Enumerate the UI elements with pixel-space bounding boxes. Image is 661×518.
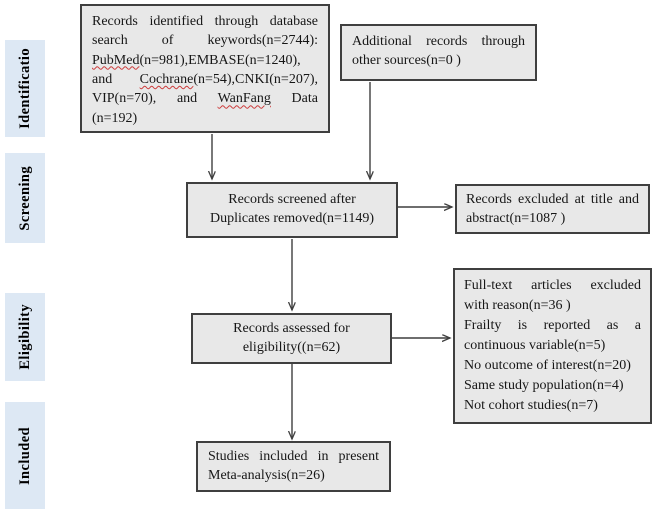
text-line: with reason(n=36 ) [464,296,641,316]
text-line: Same study population(n=4) [464,376,641,396]
text-line: Not cohort studies(n=7) [464,396,641,416]
text-line: and Cochrane(n=54),CNKI(n=207), [92,70,318,89]
text-segment: Full-text articles excluded [464,278,641,293]
text-line: PubMed(n=981),EMBASE(n=1240), [92,51,318,70]
text-line: Duplicates removed(n=1149) [192,209,392,228]
text-segment: other sources(n=0 ) [352,53,461,69]
text-line: VIP(n=70), and WanFang Data [92,89,318,108]
stage-label-identification: Identificatio [16,48,33,129]
text-line: search of keywords(n=2744): [92,31,318,50]
text-line: (n=192) [92,109,318,128]
text-segment: search of keywords(n=2744): [92,33,318,49]
text-segment: Records excluded at title and [466,192,639,207]
text-segment: and [92,71,140,87]
text-segment: Not cohort studies(n=7) [464,398,598,414]
stage-band-identification: Identificatio [5,40,45,137]
text-segment: No outcome of interest(n=20) [464,358,631,374]
text-line: eligibility((n=62) [197,338,386,357]
text-line: Studies included in present [208,447,379,466]
stage-label-eligibility: Eligibility [16,304,33,370]
misspelled-word: PubMed [92,52,140,68]
text-segment: with reason(n=36 ) [464,298,571,314]
stage-label-included: Included [16,426,33,485]
text-line: abstract(n=1087 ) [466,209,639,228]
text-segment: Meta-analysis(n=26) [208,468,325,484]
stage-band-screening: Screening [5,153,45,243]
text-segment: Frailty is reported as a [464,318,641,334]
text-segment: Additional records through [352,34,525,49]
text-line: other sources(n=0 ) [352,51,525,70]
text-segment: Records assessed for [233,321,350,336]
box-records-assessed: Records assessed for eligibility((n=62) [191,313,392,364]
box-additional-records: Additional records through other sources(… [340,24,537,81]
text-segment: Studies included in present [208,449,379,464]
text-line: Records screened after [192,190,392,209]
text-segment: continuous variable(n=5) [464,338,606,354]
text-line: continuous variable(n=5) [464,336,641,356]
text-segment: Same study population(n=4) [464,378,624,394]
text-line: Records excluded at title and [466,190,639,209]
text-segment: (n=54),CNKI(n=207), [193,71,318,87]
text-segment: eligibility((n=62) [242,340,341,356]
box-records-identified: Records identified through database searc… [80,4,330,133]
text-line: Additional records through [352,32,525,51]
text-segment: Data [270,91,318,107]
text-line: No outcome of interest(n=20) [464,356,641,376]
text-segment: (n=981),EMBASE(n=1240), [139,52,301,68]
text-line: Meta-analysis(n=26) [208,466,379,485]
text-line: Full-text articles excluded [464,276,641,296]
text-segment: abstract(n=1087 ) [466,211,566,227]
text-segment: Duplicates removed(n=1149) [209,211,375,227]
text-segment: Records screened after [228,192,356,207]
text-line: Records identified through database [92,12,318,31]
text-segment: (n=192) [92,110,138,126]
text-segment: VIP(n=70), and [92,91,218,107]
misspelled-word: WanFang [217,91,271,107]
box-records-excluded-title-abstract: Records excluded at title and abstract(n=… [455,184,650,234]
misspelled-word: Cochrane [139,71,194,87]
text-line: Records assessed for [197,319,386,338]
text-line: Frailty is reported as a [464,316,641,336]
box-fulltext-excluded: Full-text articles excluded with reason(n… [453,268,652,424]
stage-label-screening: Screening [16,165,33,231]
stage-band-eligibility: Eligibility [5,293,45,381]
stage-band-included: Included [5,402,45,509]
text-segment: Records identified through database [92,14,318,29]
